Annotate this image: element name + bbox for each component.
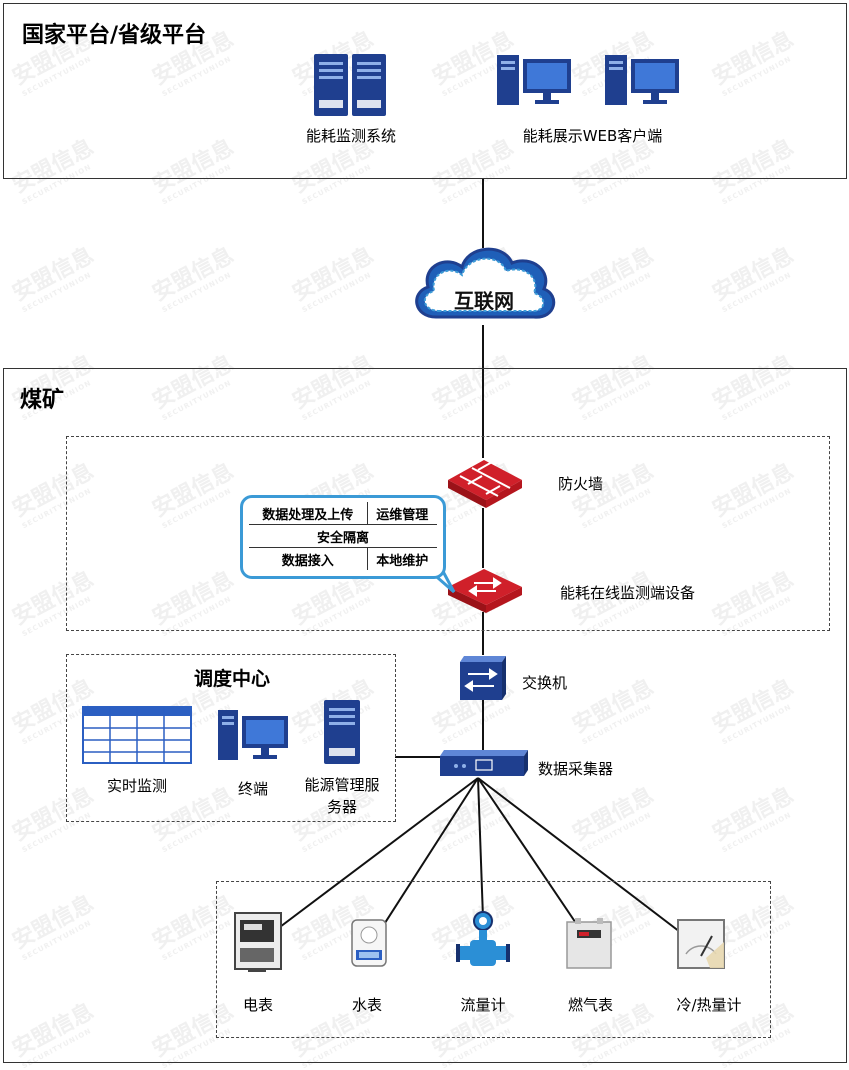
top-panel — [3, 3, 847, 179]
link-collector-flow — [477, 777, 484, 919]
function-ops-management: 运维管理 — [366, 502, 437, 525]
flowmeter-label: 流量计 — [460, 996, 506, 1014]
mine-panel — [3, 368, 847, 1063]
gas-meter-icon — [566, 918, 612, 969]
heat-meter-icon — [677, 919, 725, 969]
link-collector-water — [373, 777, 479, 941]
realtime-monitor-grid-icon — [82, 706, 192, 764]
cloud-icon — [415, 247, 556, 319]
switch-icon — [460, 656, 506, 700]
electric-meter-label: 电表 — [242, 996, 273, 1014]
monitor-device-label: 能耗在线监测端设备 — [560, 584, 696, 602]
function-table: 数据处理及上传 运维管理 安全隔离 数据接入 本地维护 — [249, 502, 437, 570]
realtime-monitor-label: 实时监测 — [106, 777, 167, 795]
link-collector-heat — [477, 777, 685, 936]
data-collector-icon — [440, 750, 528, 776]
heat-meter-label: 冷/热量计 — [676, 996, 742, 1014]
function-data-access: 数据接入 — [249, 547, 368, 570]
switch-label: 交换机 — [522, 674, 568, 692]
dispatch-center-zone — [66, 654, 396, 822]
function-local-maintenance: 本地维护 — [366, 547, 437, 570]
server-cluster-icon — [314, 54, 386, 116]
function-box: 数据处理及上传 运维管理 安全隔离 数据接入 本地维护 — [240, 495, 446, 579]
dispatch-center-title: 调度中心 — [193, 668, 270, 690]
link-collector-gas — [477, 777, 587, 939]
top-panel-title: 国家平台/省级平台 — [22, 23, 207, 48]
internet-label: 互联网 — [454, 289, 514, 313]
function-security-isolation: 安全隔离 — [249, 524, 437, 548]
security-zone — [66, 436, 830, 631]
terminal-icon — [218, 710, 288, 760]
electric-meter-icon — [234, 912, 282, 972]
web-client-label: 能耗展示WEB客户端 — [522, 127, 663, 145]
energy-system-label: 能耗监测系统 — [305, 127, 396, 145]
terminal-label: 终端 — [237, 780, 268, 798]
energy-server-icon — [324, 700, 360, 764]
water-meter-icon — [351, 919, 387, 967]
monitor-device-icon — [448, 569, 522, 613]
web-client-desktop-icon-2 — [605, 55, 679, 105]
energy-server-label-line1: 能源管理服 — [304, 776, 380, 794]
meters-zone — [216, 881, 771, 1038]
data-collector-label: 数据采集器 — [538, 760, 614, 778]
firewall-label: 防火墙 — [558, 475, 604, 493]
web-client-desktop-icon-1 — [497, 55, 571, 105]
mine-panel-title: 煤矿 — [20, 388, 65, 413]
function-data-processing: 数据处理及上传 — [249, 502, 368, 525]
water-meter-label: 水表 — [351, 996, 382, 1014]
link-collector-electric — [259, 777, 479, 943]
flowmeter-icon — [456, 911, 510, 966]
gas-meter-label: 燃气表 — [567, 996, 613, 1014]
energy-server-label-line2: 务器 — [326, 798, 357, 816]
firewall-icon — [448, 460, 522, 508]
